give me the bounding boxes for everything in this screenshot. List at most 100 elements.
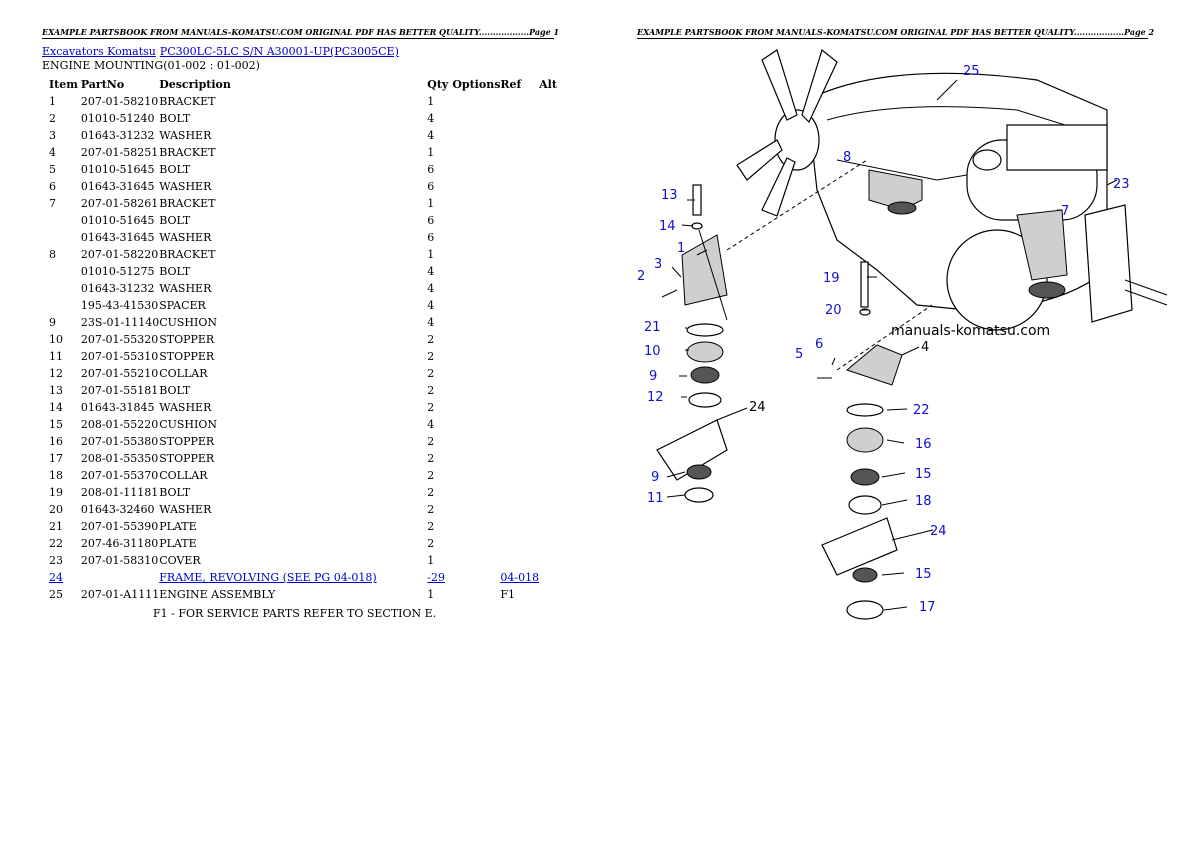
item-24-link[interactable]: 24 xyxy=(49,571,63,584)
table-row: 195-43-41530 SPACER 4 xyxy=(42,297,562,314)
table-row: 5 01010-51645 BOLT 6 xyxy=(42,161,562,178)
cell-ref xyxy=(500,195,539,212)
cell-description: WASHER xyxy=(159,401,212,414)
cell-qty: 2 xyxy=(427,469,435,482)
cell-item xyxy=(42,297,81,314)
cell-description: COLLAR xyxy=(159,469,208,482)
cell-item-link[interactable]: 24 xyxy=(42,569,81,586)
col-options: Options xyxy=(452,77,501,91)
cell-alt xyxy=(539,297,562,314)
cell-description: CUSHION xyxy=(159,316,218,329)
cell-partno: 195-43-41530 xyxy=(80,299,159,312)
cell-description: SPACER xyxy=(159,299,206,312)
table-row: 25 207-01-A1111 ENGINE ASSEMBLY 1 F1 xyxy=(42,586,562,603)
cell-partno: 208-01-11181 xyxy=(80,486,159,499)
cell-qty: 6 xyxy=(427,231,435,244)
cell-partno: 207-01-55370 xyxy=(80,469,159,482)
cell-qty: 2 xyxy=(427,384,435,397)
cell-qty: 2 xyxy=(427,452,435,465)
cell-qty: 6 xyxy=(427,180,435,193)
callout-19: 19 xyxy=(823,271,840,286)
cell-alt xyxy=(539,535,562,552)
cell-item: 6 xyxy=(49,180,56,193)
cell-ref xyxy=(500,450,539,467)
callout-9-upper: 9 xyxy=(649,369,657,384)
cell-partno: 207-01-58210 xyxy=(80,95,159,108)
breadcrumb-model-link[interactable]: PC300LC-5LC S/N A30001-UP(PC3005CE) xyxy=(159,45,399,58)
cell-item: 16 xyxy=(49,435,63,448)
cell-qty: 6 xyxy=(427,214,435,227)
cell-description-link[interactable]: FRAME, REVOLVING (SEE PG 04-018) xyxy=(159,569,427,586)
cell-description: BRACKET xyxy=(159,95,216,108)
frame-revolving-link[interactable]: FRAME, REVOLVING (SEE PG 04-018) xyxy=(159,571,377,584)
qty-link[interactable]: -29 xyxy=(427,571,445,584)
cell-alt xyxy=(539,314,562,331)
cell-ref xyxy=(500,93,539,110)
cell-ref xyxy=(500,467,539,484)
callout-10: 10 xyxy=(644,344,661,359)
section-title: ENGINE MOUNTING(01-002 : 01-002) xyxy=(42,59,260,72)
cell-ref xyxy=(500,552,539,569)
cell-ref xyxy=(500,365,539,382)
cell-qty: 4 xyxy=(427,418,435,431)
cell-partno: 23S-01-11140 xyxy=(80,316,160,329)
cell-item: 21 xyxy=(49,520,63,533)
cell-alt xyxy=(539,246,562,263)
table-row: 15 208-01-55220 CUSHION 4 xyxy=(42,416,562,433)
cell-alt xyxy=(539,484,562,501)
cell-partno: 207-01-55380 xyxy=(80,435,159,448)
cell-qty: 2 xyxy=(427,435,435,448)
table-row-link[interactable]: 24 FRAME, REVOLVING (SEE PG 04-018) -29 … xyxy=(42,569,562,586)
cell-ref xyxy=(500,535,539,552)
cell-qty: 2 xyxy=(427,333,435,346)
cell-ref xyxy=(500,518,539,535)
callout-13: 13 xyxy=(661,188,678,203)
cell-ref xyxy=(500,127,539,144)
col-qty: Qty xyxy=(427,77,449,91)
cell-partno: 01010-51645 xyxy=(80,163,155,176)
table-row: 3 01643-31232 WASHER 4 xyxy=(42,127,562,144)
breadcrumb-category-link[interactable]: Excavators Komatsu xyxy=(42,45,156,58)
engine-mounting-illustration: 25 8 13 14 1 2 3 21 10 9 12 24 9 11 19 2… xyxy=(637,48,1168,620)
cell-description: WASHER xyxy=(159,231,212,244)
watermark-text: manuals-komatsu.com xyxy=(891,323,1050,339)
cell-qty: 1 xyxy=(427,197,435,210)
cell-description: STOPPER xyxy=(159,350,215,363)
ref-page-link[interactable]: 04-018 xyxy=(500,571,540,584)
cell-item xyxy=(42,212,81,229)
table-row: 8 207-01-58220 BRACKET 1 xyxy=(42,246,562,263)
callout-1: 1 xyxy=(677,241,685,256)
callout-6: 6 xyxy=(815,337,823,352)
cell-qty: 2 xyxy=(427,350,435,363)
cell-ref-link[interactable]: 04-018 xyxy=(500,569,539,586)
cell-item: 25 xyxy=(49,588,63,601)
cell-description: ENGINE ASSEMBLY xyxy=(159,588,276,601)
table-row: 10 207-01-55320 STOPPER 2 xyxy=(42,331,562,348)
cell-qty: 2 xyxy=(427,503,435,516)
cell-qty: 2 xyxy=(427,520,435,533)
cell-partno: 01643-32460 xyxy=(80,503,155,516)
table-row: 20 01643-32460 WASHER 2 xyxy=(42,501,562,518)
cell-ref xyxy=(500,297,539,314)
cell-description: PLATE xyxy=(159,520,197,533)
cell-qty-link[interactable]: -29 xyxy=(427,569,500,586)
callout-21: 21 xyxy=(644,320,661,335)
cell-item: 20 xyxy=(49,503,63,516)
cell-alt xyxy=(539,195,562,212)
cell-ref xyxy=(500,433,539,450)
cell-item: 14 xyxy=(49,401,63,414)
flywheel-housing-drawing xyxy=(946,229,1048,331)
cell-item: 1 xyxy=(49,95,56,108)
cell-item: 3 xyxy=(49,129,56,142)
cell-item: 11 xyxy=(49,350,63,363)
cell-item: 23 xyxy=(49,554,63,567)
table-row: 4 207-01-58251 BRACKET 1 xyxy=(42,144,562,161)
cell-alt xyxy=(539,348,562,365)
callout-12: 12 xyxy=(647,390,664,405)
cell-item: 13 xyxy=(49,384,63,397)
cell-qty: 1 xyxy=(427,146,435,159)
callout-4: 4 xyxy=(921,340,929,355)
